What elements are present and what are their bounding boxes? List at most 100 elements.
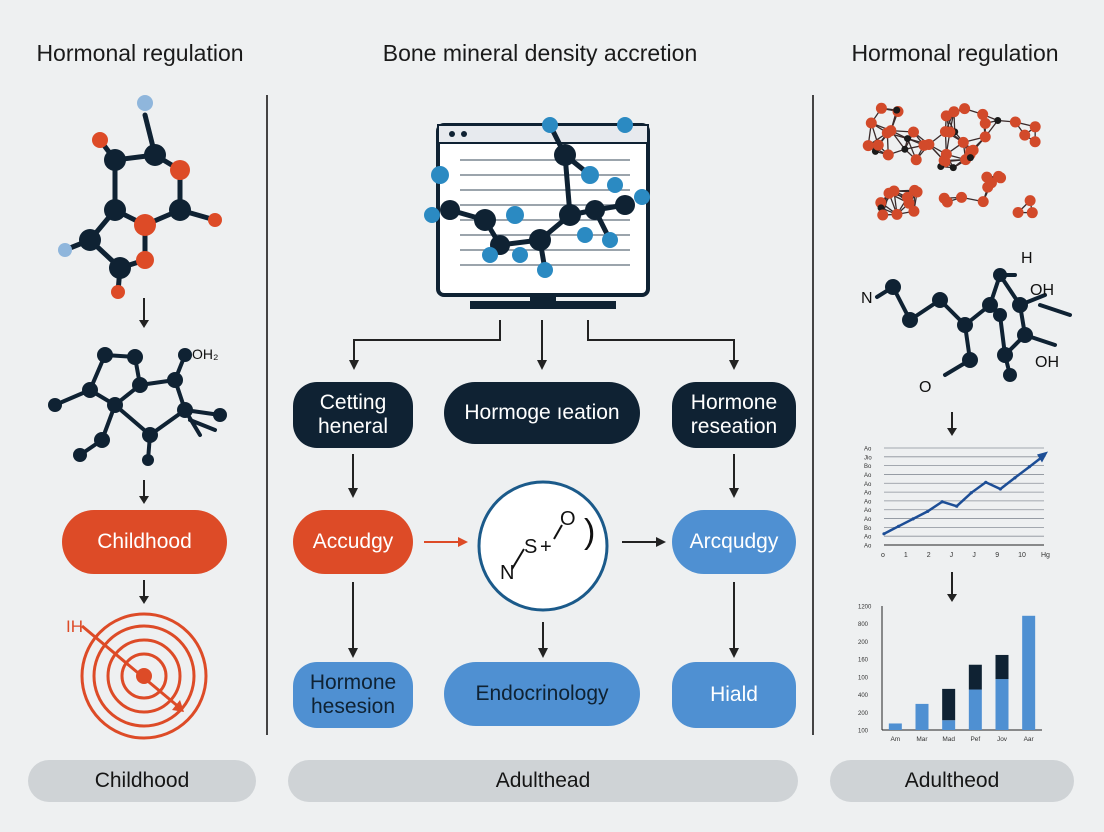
line-chart-x-tick: 10 [1018, 552, 1026, 559]
bar-chart-bar [968, 689, 982, 730]
bar-chart-y-tick: 200 [858, 640, 869, 646]
bar-chart-y-tick: 1200 [858, 605, 872, 611]
svg-text:O: O [919, 379, 931, 396]
bar-chart-x-tick: Pef [970, 736, 980, 743]
line-chart-y-tick: Ao [864, 535, 872, 541]
arrow-row1-right [729, 454, 739, 498]
line-chart-point [969, 491, 973, 495]
orange-arrow [424, 537, 468, 547]
line-chart-y-tick: Ao [864, 508, 872, 514]
line-chart-y-tick: Ao [864, 499, 872, 505]
bar-chart-bar [942, 688, 956, 721]
right-divider [812, 95, 814, 735]
left-arrow-2 [139, 480, 149, 504]
bar-chart-x-tick: Jov [997, 736, 1008, 743]
bar-chart-y-tick: 400 [858, 693, 869, 699]
line-chart-x-tick: J [950, 552, 954, 559]
bar-chart-x-tick: Mad [942, 736, 955, 743]
left-molecule-bottom: OH₂ [48, 346, 227, 466]
bar-chart-y-tick: 800 [858, 622, 869, 628]
right-footer: Adultheod [830, 760, 1074, 802]
accudgy-pill: Accudgy [293, 510, 413, 574]
bar-chart-bar [942, 720, 956, 730]
line-chart-point [940, 500, 944, 504]
bar-chart-y-tick: 200 [858, 711, 869, 717]
right-arrow-2 [947, 572, 957, 602]
line-chart-y-tick: Ao [864, 544, 872, 550]
line-chart-x-tick: o [881, 552, 885, 559]
bar-chart-y-tick: 100 [858, 729, 869, 735]
line-chart-point [998, 487, 1002, 491]
line-chart-point [911, 517, 915, 521]
line-chart-point [1027, 465, 1032, 469]
line-chart-point [1042, 453, 1046, 458]
line-chart-x-tick: Hg [1041, 552, 1050, 559]
bar-chart-bar [915, 703, 929, 730]
hiald-pill: Hiald [672, 662, 796, 728]
line-chart-point [882, 532, 886, 536]
line-chart-point [896, 524, 901, 528]
left-footer: Childhood [28, 760, 256, 802]
right-protein-cluster [862, 102, 1041, 221]
line-chart-y-tick: Bo [864, 526, 872, 532]
bar-chart-x-tick: Am [890, 736, 900, 743]
right-arrow-1 [947, 412, 957, 436]
hormone-hesesion-pill: Hormone hesesion [293, 662, 413, 728]
target-icon: IH [66, 612, 208, 740]
arrow-row2-right [729, 582, 739, 658]
svg-text:+: + [540, 536, 552, 558]
svg-text:OH: OH [1030, 282, 1054, 299]
oh2-label: OH₂ [192, 346, 218, 362]
line-chart-y-tick: Jio [864, 455, 872, 461]
arcqudgy-pill: Arcqudgy [672, 510, 796, 574]
left-arrow-1 [139, 298, 149, 328]
bar-chart-bar [1022, 615, 1036, 730]
line-chart-y-tick: Ao [864, 482, 872, 488]
line-chart-y-tick: Ao [864, 491, 872, 497]
line-chart-x-tick: 9 [995, 552, 999, 559]
line-chart-arrowhead [1037, 451, 1048, 463]
bar-chart-bar [995, 654, 1009, 680]
left-arrow-3 [139, 580, 149, 604]
line-chart-y-tick: Ao [864, 517, 872, 523]
target-label: IH [66, 617, 83, 636]
line-chart-point [984, 480, 988, 484]
middle-top-connectors [349, 320, 739, 370]
childhood-pill: Childhood [62, 510, 227, 574]
line-chart-y-tick: Ao [864, 447, 872, 453]
cetting-heneral-pill: Cetting heneral [293, 382, 413, 448]
line-chart-x-tick: 1 [904, 552, 908, 559]
right-column-title: Hormonal regulation [851, 40, 1059, 66]
svg-text:OH: OH [1035, 354, 1059, 371]
bar-chart-bar [995, 679, 1009, 730]
endocrinology-pill: Endocrinology [444, 662, 640, 726]
bar-chart-y-tick: 160 [858, 658, 869, 664]
bar-chart-bar [968, 664, 982, 690]
line-chart-x-tick: 2 [927, 552, 931, 559]
left-column-title: Hormonal regulation [36, 40, 244, 66]
line-chart-y-tick: Bo [864, 464, 872, 470]
svg-text:N: N [861, 290, 873, 307]
arrow-row2-left [348, 582, 358, 658]
svg-text:S: S [524, 536, 537, 558]
hormone-reseation-pill: Hormone reseation [672, 382, 796, 448]
line-chart-series [883, 454, 1045, 535]
monitor-molecule-icon [424, 117, 650, 309]
bar-chart-x-tick: Mar [916, 736, 928, 743]
sulfur-circle-icon: N S + O ) [477, 480, 609, 612]
bar-chart-y-tick: 100 [858, 675, 869, 681]
svg-text:O: O [560, 508, 576, 530]
svg-text:H: H [1021, 250, 1033, 267]
svg-text:): ) [584, 513, 595, 551]
hormoge-ieation-pill: Hormoge ıeation [444, 382, 640, 444]
dark-arrow [622, 537, 666, 547]
bar-chart-bar [888, 723, 902, 730]
arrow-row2-middle [538, 622, 548, 658]
middle-column-title: Bone mineral density accretion [382, 40, 698, 66]
right-molecule: N H OH OH O [861, 250, 1072, 396]
svg-text:N: N [500, 562, 514, 584]
line-chart-point [1013, 476, 1017, 480]
